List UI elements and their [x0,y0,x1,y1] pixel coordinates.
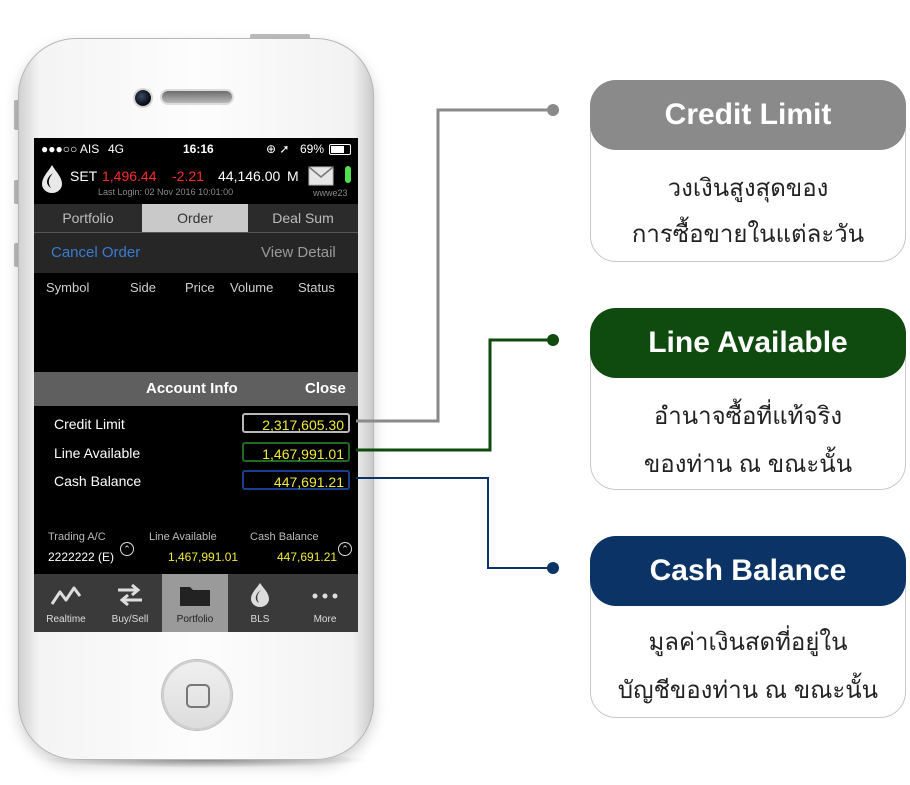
summary-cash-balance-value: 447,691.21 [277,550,338,564]
cash-balance-card-title: Cash Balance [590,536,906,606]
summary-line-available-label: Line Available [149,531,217,543]
nav-realtime[interactable]: Realtime [34,574,98,632]
market-value-unit: M [287,168,299,184]
nav-label: Realtime [46,614,86,625]
column-header: Symbol [46,280,90,295]
nav-label: BLS [250,614,270,625]
chevron-up-icon[interactable]: ⌃ [338,542,352,556]
home-square-icon [186,684,210,708]
volume-down-button [14,243,19,267]
cash-balance-label: Cash Balance [54,473,142,489]
credit-limit-label: Credit Limit [54,416,125,432]
summary-cash-balance-label: Cash Balance [250,531,319,543]
nav-label: More [313,614,337,625]
cash-balance-value: 447,691.21 [242,470,350,490]
credit-limit-connector [356,108,553,423]
tab-bar: Portfolio Order Deal Sum [34,204,358,233]
line-available-label: Line Available [54,445,141,461]
index-change: -2.21 [172,168,204,184]
nav-bls[interactable]: BLS [228,574,292,632]
more-dots-icon [312,593,338,599]
cash-balance-card-line2: บัญชีของท่าน ณ ขณะนั้น [617,677,879,704]
chevron-up-icon[interactable]: ⌃ [120,542,134,556]
credit-limit-card-line1: วงเงินสูงสุดของ [667,175,829,202]
credit-limit-value: 2,317,605.30 [242,413,350,433]
network-label: 4G [108,142,125,156]
account-info-bar: Account Info Close [34,372,358,406]
speaker-grille [162,91,232,103]
cash-balance-card-line1: มูลค่าเงินสดที่อยู่ใน [648,629,848,656]
mute-switch [14,100,19,130]
column-header: Price [185,280,215,295]
credit-limit-card-line2: การซื้อขายในแต่ละวัน [631,221,865,248]
mail-icon[interactable] [308,166,334,186]
home-button[interactable] [162,660,232,730]
column-header: Volume [230,280,274,295]
line-available-card-title: Line Available [590,308,906,378]
tab-portfolio[interactable]: Portfolio [62,210,114,226]
cancel-order-button[interactable]: Cancel Order [51,244,141,261]
credit-limit-connector-dot [547,104,559,116]
line-available-connector-dot [547,334,559,346]
last-login: Last Login: 02 Nov 2016 10:01:00 [98,187,234,197]
volume-up-button [14,180,19,204]
line-available-card-line2: ของท่าน ณ ขณะนั้น [643,451,853,478]
power-button [250,34,310,39]
view-detail-button[interactable]: View Detail [261,244,336,261]
summary-line-available-value: 1,467,991.01 [168,550,239,564]
logo-drop-icon [42,165,62,193]
credit-limit-card-title: Credit Limit [590,80,906,150]
order-toolbar: Cancel Order View Detail [34,233,358,273]
market-header: SET 1,496.44 -2.21 44,146.00 M Last Logi… [34,160,358,204]
index-value: 1,496.44 [102,168,157,184]
line-available-card-line1: อำนาจซื้อที่แท้จริง [653,403,843,430]
status-bar: ●●●○○ AIS 4G 16:16 ⊕ ➚ 69% [34,138,358,160]
phone-screen: ●●●○○ AIS 4G 16:16 ⊕ ➚ 69% SET 1,496.44 … [34,138,358,632]
status-icons: ⊕ ➚ [266,142,290,156]
chart-line-icon [50,586,82,605]
trading-ac-value: 2222222 (E) [48,550,115,564]
logo-drop-icon [251,583,269,607]
tab-deal-sum[interactable]: Deal Sum [272,210,334,226]
nav-more[interactable]: More [292,574,358,632]
nav-label: Portfolio [176,614,214,625]
user-id: wwwe23 [313,188,348,198]
order-table-header: Symbol Side Price Volume Status [34,274,358,300]
nav-portfolio[interactable]: Portfolio [162,574,228,632]
line-available-connector [356,338,553,452]
column-header: Status [298,280,335,295]
account-summary: Trading A/C 2222222 (E) ⌃ Line Available… [34,526,358,572]
close-button[interactable]: Close [305,380,346,397]
trading-ac-label: Trading A/C [48,531,106,543]
nav-buy-sell[interactable]: Buy/Sell [98,574,162,632]
market-value: 44,146.00 [218,168,281,184]
column-header: Side [130,280,157,295]
carrier-label: ●●●○○ AIS [41,142,100,156]
bottom-nav: Realtime Buy/Sell Portfolio BLS More [34,574,358,632]
connection-indicator-icon [345,166,351,183]
cash-balance-connector-dot [547,562,559,574]
nav-label: Buy/Sell [111,614,149,625]
battery-icon [329,144,351,155]
swap-arrows-icon [118,583,142,607]
account-info-title: Account Info [146,380,238,397]
folder-icon [180,587,210,606]
battery-percent: 69% [300,142,325,156]
line-available-value: 1,467,991.01 [242,442,350,462]
tab-order[interactable]: Order [142,204,248,232]
index-name: SET [70,168,98,184]
cash-balance-connector [356,477,553,569]
clock: 16:16 [183,142,214,156]
camera-icon [135,90,151,106]
